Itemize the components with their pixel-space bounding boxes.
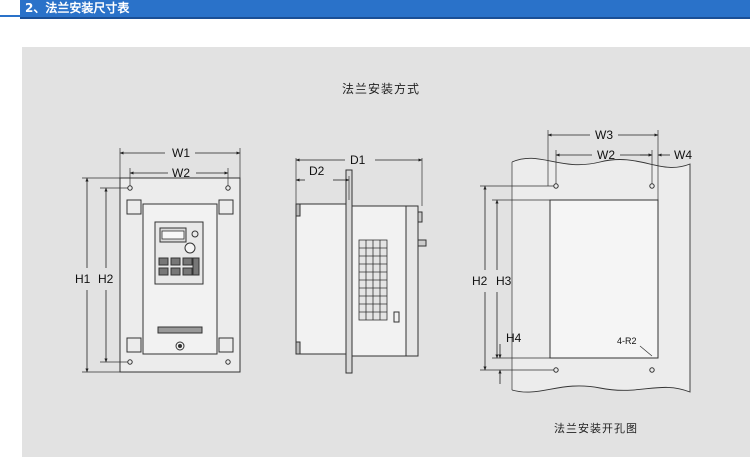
name-plate [157,326,203,334]
label-w3: W3 [595,128,613,142]
side-view [295,158,427,374]
section-header: 2、法兰安装尺寸表 [0,0,750,20]
label-h4: H4 [506,331,522,345]
label-h2-cutout: H2 [472,274,488,288]
top-caption: 法兰安装方式 [342,82,421,96]
dial-knob [184,242,196,254]
screw [175,341,185,351]
label-w2-cutout: W2 [597,148,615,162]
cutout-dimensions [483,133,670,384]
label-w2-front: W2 [172,166,190,180]
label-d2: D2 [309,164,325,178]
led-indicator [191,230,199,238]
label-w4: W4 [674,148,692,162]
mounting-hole [225,359,231,365]
label-w1: W1 [172,146,190,160]
label-radius: 4-R2 [617,336,637,346]
section-title: 2、法兰安装尺寸表 [25,1,130,15]
flange-tab [218,199,234,215]
flange-tab [218,337,234,353]
cutout-view [480,130,691,393]
flange-tab [126,199,142,215]
side-dimensions [295,158,423,182]
header-rule [0,15,20,17]
cutout-opening [549,199,659,359]
front-view [82,148,241,373]
header-bar [20,0,750,19]
label-h3: H3 [496,274,512,288]
label-d1: D1 [350,153,366,167]
cutout-hole [649,367,655,373]
front-dimensions [85,151,241,373]
bottom-caption: 法兰安装开孔图 [554,422,638,435]
keypad-buttons [158,257,200,276]
label-h2-front: H2 [98,272,114,286]
side-latch [393,311,400,323]
label-h1: H1 [75,272,91,286]
cooling-vents [358,239,388,321]
flange-tab [126,337,142,353]
side-flange [345,169,353,374]
rear-housing [295,203,349,355]
